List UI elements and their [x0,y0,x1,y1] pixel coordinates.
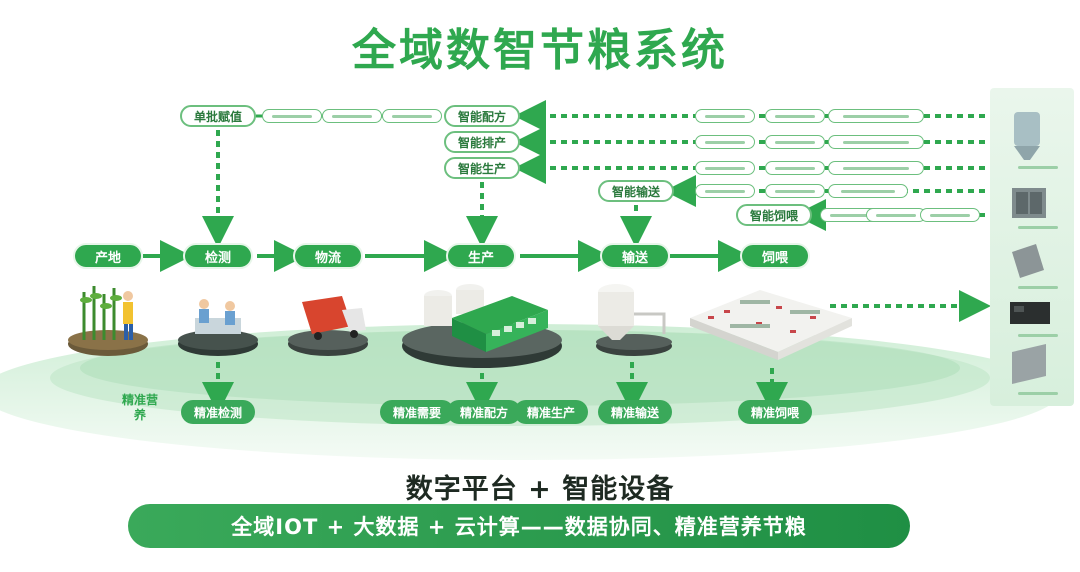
step-logistics: 物流 [293,243,363,269]
step-origin: 产地 [73,243,143,269]
barn-layout-icon [690,290,852,360]
truck-icon [288,296,368,356]
device-label-placeholder [1018,392,1058,395]
tiny-pill [828,109,924,123]
tiny-pill [765,109,825,123]
lab-testing-icon [178,299,258,356]
step-production: 生产 [446,243,516,269]
platform-heading: 数字平台 + 智能设备 [405,474,675,505]
device-label-placeholder [1018,226,1058,229]
smart-scheduling: 智能排产 [444,131,520,153]
tiny-pill [695,161,755,175]
feed-tower-icon [1014,112,1040,160]
tiny-pill [262,109,322,123]
tiny-pill [828,135,924,149]
precision-formula: 精准配方 [447,400,521,424]
page-title: 全域数智节粮系统 [352,25,728,76]
smart-conveying: 智能输送 [598,180,674,202]
feed-mill-icon [402,284,562,368]
tiny-pill [382,109,442,123]
tiny-pill [765,161,825,175]
precision-requirement: 精准需要 [380,400,454,424]
tiny-pill [828,161,924,175]
precision-testing: 精准检测 [181,400,255,424]
tiny-pill [695,184,755,198]
smart-feeding: 智能饲喂 [736,204,812,226]
smart-formula: 智能配方 [444,105,520,127]
tiny-pill [322,109,382,123]
smart-production: 智能生产 [444,157,520,179]
tiny-pill [828,184,908,198]
trough-icon [1012,344,1046,384]
silo-tank-icon [596,284,672,356]
step-testing: 检测 [183,243,253,269]
device-label-placeholder [1018,334,1058,337]
tiny-pill [820,208,880,222]
control-box-icon [1012,244,1044,278]
precision-feeding: 精准饲喂 [738,400,812,424]
farm-field-icon [68,286,148,356]
tiny-pill [695,135,755,149]
tiny-pill [695,109,755,123]
device-label-placeholder [1018,286,1058,289]
precision-production: 精准生产 [514,400,588,424]
tiny-pill [765,184,825,198]
bottom-banner: 全域IOT + 大数据 + 云计算——数据协同、精准营养节粮 [128,504,910,548]
single-batch-assign: 单批赋值 [180,105,256,127]
cabinet-icon [1012,188,1046,218]
step-conveying: 输送 [600,243,670,269]
tiny-pill [920,208,980,222]
step-feeding: 饲喂 [740,243,810,269]
tiny-pill [765,135,825,149]
device-label-placeholder [1018,166,1058,169]
sensor-unit-icon [1010,302,1050,324]
precision-nutrition-label: 精准营养 [121,393,158,422]
precision-conveying: 精准输送 [598,400,672,424]
